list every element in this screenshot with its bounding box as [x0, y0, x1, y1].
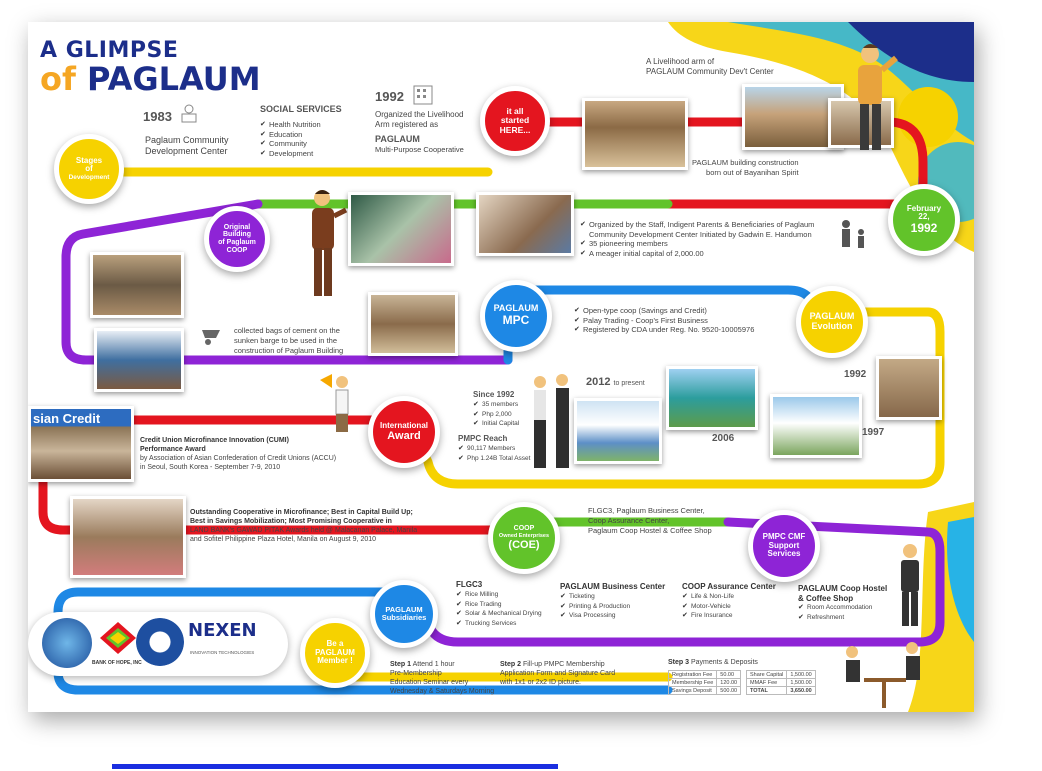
nexen-sub: INNOVATION TECHNOLOGIES: [190, 650, 255, 655]
organized-list: Organized by the Staff, Indigent Parents…: [580, 220, 840, 258]
since-1992-list: 35 membersPhp 2,000Initial Capital: [473, 400, 519, 429]
year-2012: 2012 to present: [586, 376, 645, 388]
photo-classroom: [348, 192, 454, 266]
year-1997: 1997: [862, 427, 885, 438]
bottom-accent-bar: [112, 764, 558, 769]
year-1983: 1983: [143, 109, 172, 124]
nexen-logo: NEXEN: [188, 620, 257, 641]
mpc-list: Open-type coop (Savings and Credit)Palay…: [574, 306, 754, 335]
photo-meeting: [476, 192, 574, 256]
pmpc-reach-title: PMPC Reach: [458, 434, 508, 443]
assurance-center-list: Life & Non-LifeMotor-VehicleFire Insuran…: [682, 592, 734, 621]
photo-construction: [742, 84, 844, 150]
couple-illustration: [534, 374, 569, 468]
flgc3-list: Rice MillingRice TradingSolar & Mechanic…: [456, 590, 542, 628]
cooperative-seal-logo: [136, 618, 184, 666]
since-1992-title: Since 1992: [473, 390, 515, 399]
meeting-illustration: [846, 642, 920, 708]
year-1992: 1992: [844, 369, 867, 380]
business-center-list: TicketingPrinting & ProductionVisa Proce…: [560, 592, 630, 621]
hostel-title: PAGLAUM Coop Hostel& Coffee Shop: [798, 584, 888, 603]
year-1992-top: 1992: [375, 89, 404, 104]
teacher-illustration: [312, 190, 348, 296]
parent-child-icon: [842, 220, 864, 248]
hostel-list: Room AccommodationRefreshment: [798, 603, 872, 622]
logos-panel: BANK OF HOPE, INC NEXEN INNOVATION TECHN…: [28, 612, 288, 676]
wheelbarrow-icon: [202, 330, 220, 345]
paglaum-logo: [42, 618, 92, 668]
photo-gawad-pitak: [70, 496, 186, 578]
photo-2012-building: [574, 398, 662, 464]
social-services-title: SOCIAL SERVICES: [260, 104, 342, 114]
pmpc-reach-list: 90,117 MembersPhp 1.24B Total Asset: [458, 444, 530, 463]
photo-1997-building: [770, 394, 862, 458]
cumi-caption: Credit Union Microfinance Innovation (CU…: [140, 437, 337, 471]
step-3: Step 3 Payments & Deposits: [668, 659, 758, 666]
people-icon: [181, 104, 197, 123]
social-services-list: Health NutritionEducationCommunityDevelo…: [260, 120, 321, 158]
photo-original-building: [90, 252, 184, 318]
page-title-line2: of PAGLAUM: [40, 60, 261, 98]
year-2006: 2006: [712, 433, 735, 444]
award-man-illustration: [320, 374, 349, 432]
man-pointing-illustration: [858, 44, 898, 150]
business-center-title: PAGLAUM Business Center: [560, 582, 666, 591]
photo-2006-building: [666, 366, 758, 430]
page-title-line1: A GLIMPSE: [40, 38, 179, 63]
mpc-subtitle: Multi-Purpose Cooperative: [375, 145, 464, 154]
paglaum-name: PAGLAUM: [375, 134, 420, 144]
businessman-illustration: [901, 544, 919, 626]
outstanding-caption: Outstanding Cooperative in Microfinance;…: [190, 509, 418, 543]
photo-1992-building: [876, 356, 942, 420]
building-icon: [413, 85, 433, 105]
photo-cumi-award: sian Credit: [28, 406, 134, 482]
bank-of-hope-label: BANK OF HOPE, INC: [92, 660, 142, 666]
photo-cement-barge: [94, 328, 184, 392]
photo-paglaum-building: [368, 292, 458, 356]
step-2: Step 2 Fill-up PMPC Membership Applicati…: [500, 661, 616, 686]
coe-list: FLGC3, Paglaum Business Center,Coop Assu…: [588, 506, 712, 535]
flgc3-title: FLGC3: [456, 580, 483, 589]
bank-of-hope-logo: [100, 622, 136, 654]
assurance-center-title: COOP Assurance Center: [682, 582, 776, 591]
photo-nipa-hut: [582, 98, 688, 170]
